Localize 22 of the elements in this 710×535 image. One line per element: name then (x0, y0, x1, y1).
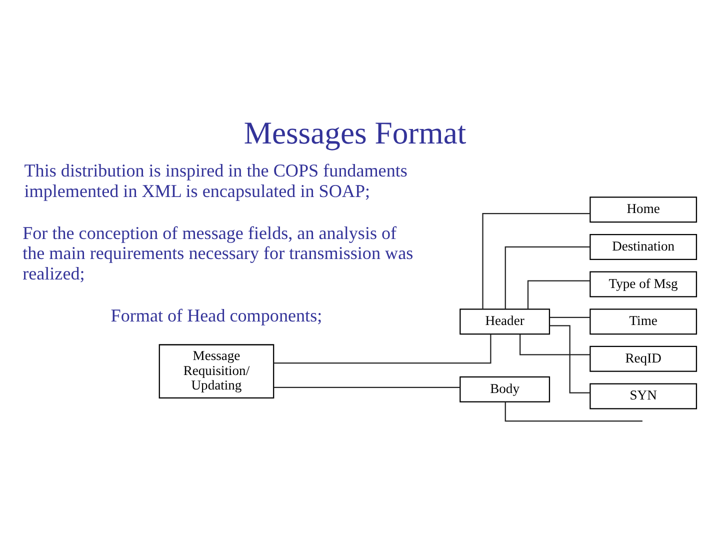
node-box: Destination (590, 234, 698, 260)
label: For the conception of message fields, an analysis of the main requirements necessary for transmission was realized; (22, 222, 414, 284)
connector (550, 316, 590, 318)
node-box: Body (460, 376, 550, 402)
connector (504, 246, 590, 309)
node-box: SYN (590, 383, 698, 410)
connector (274, 386, 460, 388)
node-box: Time (590, 308, 698, 335)
connector (520, 334, 590, 356)
label: This distribution is inspired in the COPS fundaments implemented in XML is encapsulated in SOAP; (24, 160, 408, 201)
node-box: Header (460, 308, 550, 335)
diagram-title: Messages Format (244, 115, 466, 150)
node-box: Message Requisition/ Updating (158, 344, 274, 398)
connector (504, 402, 642, 422)
connector (527, 280, 590, 309)
connector (482, 213, 590, 309)
node-box: Type of Msg (590, 271, 698, 298)
node-box: ReqID (590, 346, 698, 372)
connector (550, 325, 590, 394)
node-box: Home (590, 196, 698, 223)
label: Format of Head components; (110, 305, 322, 326)
connector (274, 334, 492, 364)
